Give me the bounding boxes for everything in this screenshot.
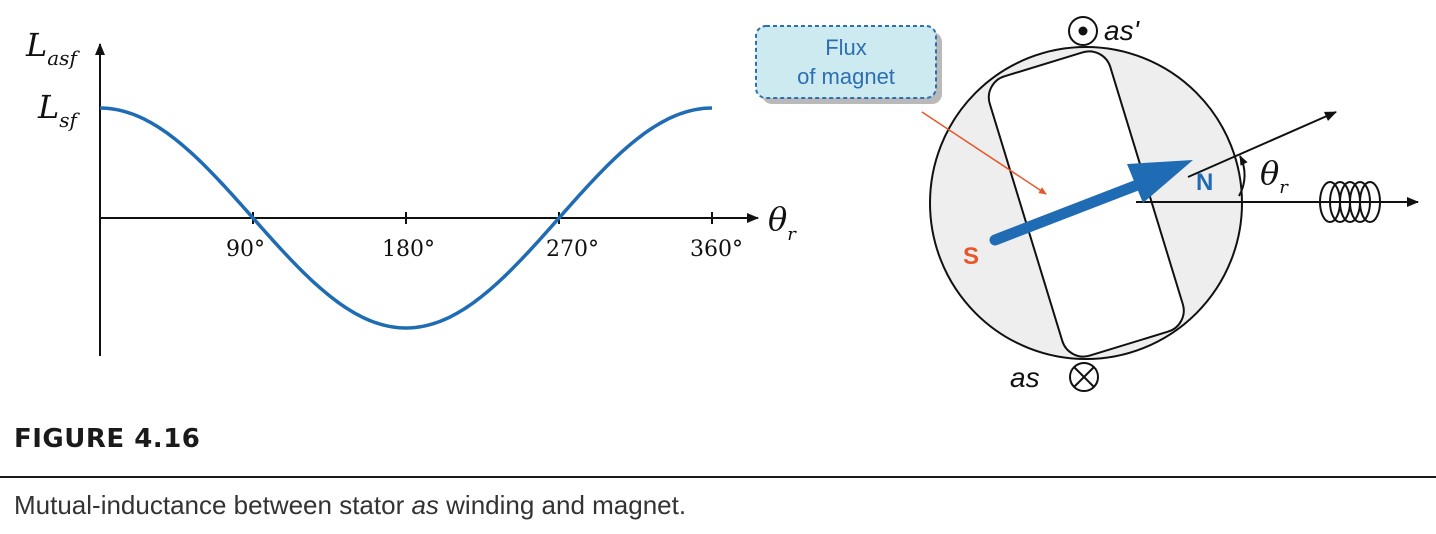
- machine-diagram: as' as θr S N Flux of magnet: [755, 15, 1419, 393]
- flux-pointer-arrow: [921, 111, 1047, 195]
- amplitude-label: Lsf: [37, 88, 81, 132]
- rotor-axis-line: [1187, 111, 1337, 178]
- south-pole-label: S: [963, 243, 979, 270]
- coil-icon: [1319, 181, 1381, 223]
- caption-italic: as: [411, 490, 439, 520]
- caption-text-2: winding and magnet.: [438, 490, 687, 520]
- figure-label: FIGURE 4.16: [14, 424, 201, 454]
- angle-arc: [1238, 155, 1248, 197]
- figure-graphic: Lasf Lsf θr 90° 180° 270° 360° as' as: [25, 15, 1419, 393]
- winding-bottom-label: as: [1010, 362, 1040, 393]
- inductance-plot: Lasf Lsf θr 90° 180° 270° 360°: [25, 26, 797, 356]
- y-axis-label: Lasf: [25, 26, 80, 70]
- figure-caption: Mutual-inductance between stator as wind…: [14, 490, 686, 521]
- flux-label-line1: Flux: [825, 35, 867, 60]
- winding-top-label: as': [1104, 15, 1141, 46]
- x-tick-label-90: 90°: [226, 237, 265, 262]
- magnet-arrow-head: [1127, 160, 1193, 203]
- winding-dot-center-icon: [1078, 26, 1088, 36]
- angle-label: θr: [1260, 154, 1289, 198]
- x-tick-label-360: 360°: [690, 237, 743, 262]
- inductance-curve: [99, 106, 713, 330]
- winding-cross-line-2: [1073, 366, 1095, 388]
- x-tick-label-270: 270°: [546, 237, 599, 262]
- x-tick-label-180: 180°: [382, 237, 435, 262]
- x-axis-label: θr: [768, 200, 797, 245]
- caption-text-1: Mutual-inductance between stator: [14, 490, 412, 520]
- magnet-arrow-shaft: [989, 178, 1146, 246]
- figure-rule: [0, 476, 1436, 478]
- flux-callout-box: [755, 25, 937, 99]
- north-pole-label: N: [1196, 169, 1213, 196]
- flux-label-line2: of magnet: [797, 64, 895, 89]
